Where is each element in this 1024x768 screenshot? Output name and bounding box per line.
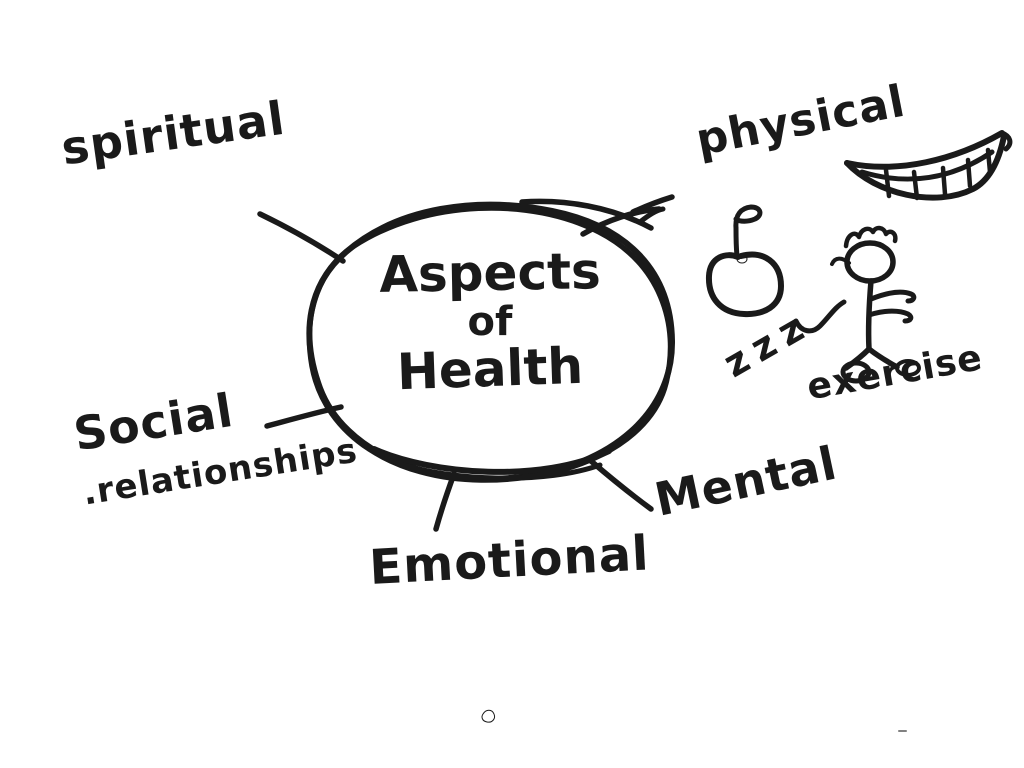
apple-icon	[705, 204, 784, 318]
smile-teeth-icon	[844, 130, 1013, 201]
center-topic-line2: of	[467, 299, 513, 345]
emotional-connector-line	[433, 471, 457, 532]
center-topic-line1: Aspects	[378, 242, 602, 304]
center-topic: Aspects of Health	[330, 242, 650, 401]
mental-connector-line	[588, 458, 654, 512]
spiritual-connector-line	[257, 211, 346, 264]
center-topic-line3: Health	[395, 336, 585, 402]
ink-dot	[481, 709, 495, 723]
stick-figure-icon	[830, 225, 921, 384]
social-connector-line	[264, 404, 344, 429]
center-circle	[306, 198, 676, 483]
physical-connector-line	[630, 194, 675, 215]
zzz-swoosh-stroke	[793, 299, 847, 334]
